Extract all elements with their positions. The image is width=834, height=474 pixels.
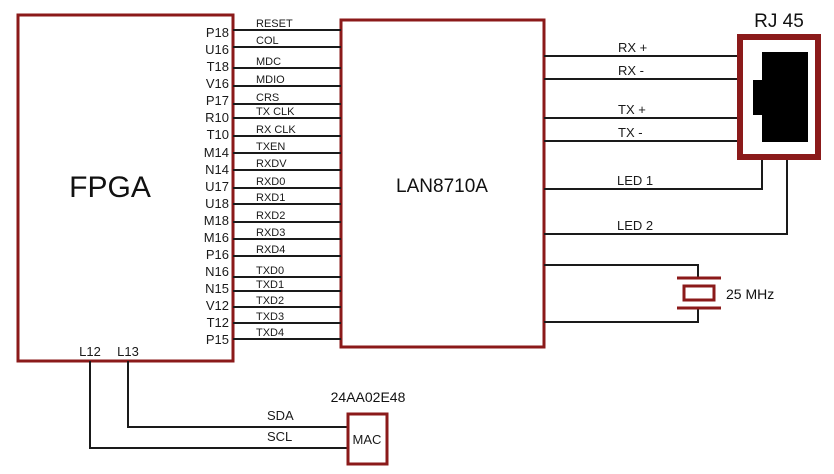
signal-label-sda: SDA — [267, 408, 294, 423]
wire-sda — [127, 361, 348, 428]
signal-label: TXD4 — [256, 327, 284, 339]
fpga-pin-label: R10 — [205, 110, 229, 125]
signal-label: TXD2 — [256, 295, 284, 307]
connection-row: P15 TXD4 — [206, 327, 341, 347]
connection-row: R10 TX CLK — [205, 106, 341, 125]
signal-label: TXD3 — [256, 311, 284, 323]
phy-label: LAN8710A — [396, 176, 488, 197]
fpga-pin-label: V16 — [206, 76, 229, 91]
connection-row: N14 RXDV — [205, 158, 341, 177]
connection-row: M14 TXEN — [204, 141, 341, 160]
signal-label: RX CLK — [256, 124, 296, 136]
signal-label: MDIO — [256, 74, 285, 86]
fpga-pin-label: T12 — [207, 315, 229, 330]
rj45-jack-icon — [753, 52, 808, 142]
signal-label-tx-plus: TX + — [618, 102, 646, 117]
signal-label-led1: LED 1 — [617, 173, 653, 188]
fpga-label: FPGA — [69, 171, 151, 204]
signal-label: RXD1 — [256, 192, 285, 204]
rj45-connector: RJ 45 — [737, 11, 821, 160]
connection-row: P17 CRS — [206, 92, 341, 108]
fpga-pin-label: T10 — [207, 127, 229, 142]
fpga-pin-label: T18 — [207, 59, 229, 74]
rj45-body — [737, 34, 821, 160]
fpga-pin-label: P17 — [206, 93, 229, 108]
signal-label-scl: SCL — [267, 429, 292, 444]
signal-label: RXD2 — [256, 210, 285, 222]
connection-row: N15 TXD1 — [205, 279, 341, 296]
rj45-label: RJ 45 — [754, 11, 804, 32]
fpga-pin-label: P15 — [206, 332, 229, 347]
signal-label-tx-minus: TX - — [618, 125, 643, 140]
signal-label: MDC — [256, 56, 281, 68]
connection-row: T10 RX CLK — [207, 124, 341, 142]
signal-label-rx-minus: RX - — [618, 63, 644, 78]
signal-label: TXD1 — [256, 279, 284, 291]
fpga-pin-label: U16 — [205, 42, 229, 57]
crystal-oscillator: 25 MHz — [544, 264, 774, 323]
connection-row: V12 TXD2 — [206, 295, 341, 313]
phy-block — [339, 18, 546, 349]
connection-row: P18 RESET — [206, 18, 341, 40]
fpga-pin-label: U17 — [205, 179, 229, 194]
eeprom-part-label: 24AA02E48 — [331, 389, 406, 405]
signal-label: TXEN — [256, 141, 285, 153]
signal-label: COL — [256, 35, 279, 47]
fpga-pin-label: P16 — [206, 247, 229, 262]
fpga-pin-label: N16 — [205, 264, 229, 279]
signal-label-led2: LED 2 — [617, 218, 653, 233]
signal-label: TXD0 — [256, 265, 284, 277]
connection-row: U17 RXD0 — [205, 176, 341, 194]
crystal-element-icon — [682, 284, 716, 302]
signal-label: RXD0 — [256, 176, 285, 188]
connection-row: T18 MDC — [207, 56, 341, 74]
signal-label: RXD3 — [256, 227, 285, 239]
signal-label: CRS — [256, 92, 279, 104]
fpga-pin-label: N15 — [205, 281, 229, 296]
signal-label-rx-plus: RX + — [618, 40, 647, 55]
signal-label: RXDV — [256, 158, 287, 170]
signal-label: RXD4 — [256, 244, 285, 256]
fpga-pin-label: V12 — [206, 298, 229, 313]
connection-row: V16 MDIO — [206, 74, 341, 91]
connection-row: U16 COL — [205, 35, 341, 57]
fpga-pin-l13: L13 — [117, 344, 139, 359]
fpga-phy-connections: P18 RESET U16 COL T18 MDC V16 MDIO P17 CRS R10 TX C… — [204, 18, 341, 347]
signal-label: RESET — [256, 18, 293, 30]
wire-xtal-in — [544, 264, 699, 278]
fpga-pin-label: M18 — [204, 213, 229, 228]
wire-led2 — [544, 159, 788, 235]
connection-row: T12 TXD3 — [207, 311, 341, 330]
crystal-frequency-label: 25 MHz — [726, 286, 774, 302]
connection-row: U18 RXD1 — [205, 192, 341, 211]
wire-scl — [89, 361, 348, 449]
connection-row: P16 RXD4 — [206, 244, 341, 262]
fpga-pin-label: U18 — [205, 196, 229, 211]
eeprom-block — [346, 412, 389, 466]
eeprom-label: MAC — [353, 432, 382, 447]
eeprom-connections: L12 L13 SDA SCL 24AA02E48 MAC — [79, 344, 406, 466]
fpga-pin-l12: L12 — [79, 344, 101, 359]
wire-xtal-out — [544, 308, 699, 323]
fpga-pin-label: P18 — [206, 25, 229, 40]
signal-label: TX CLK — [256, 106, 295, 118]
rj45-wires: RX + RX - TX + TX - LED 1 LED 2 — [544, 40, 788, 235]
connection-row: M16 RXD3 — [204, 227, 341, 245]
connection-row: N16 TXD0 — [205, 264, 341, 279]
fpga-pin-label: M14 — [204, 145, 229, 160]
fpga-pin-label: M16 — [204, 230, 229, 245]
wire-led1 — [544, 159, 763, 190]
fpga-pin-label: N14 — [205, 162, 229, 177]
connection-row: M18 RXD2 — [204, 210, 341, 228]
